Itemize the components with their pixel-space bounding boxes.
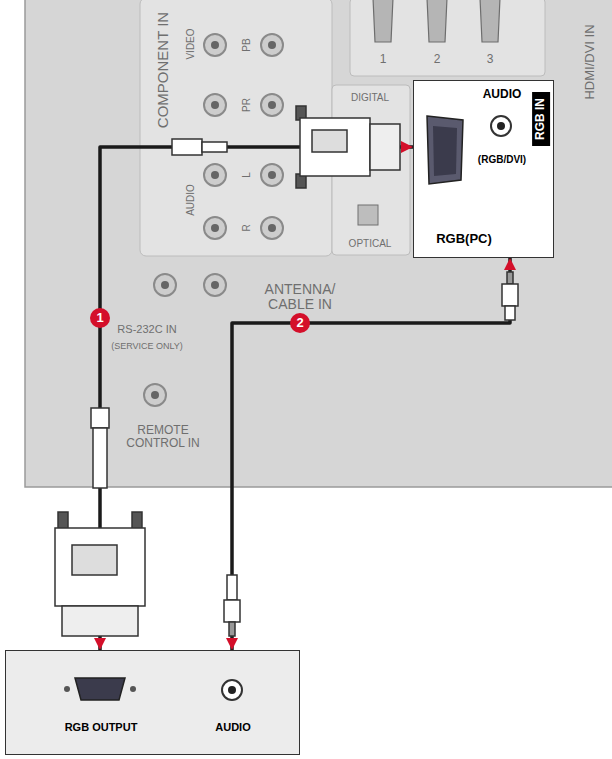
panel-label: 2 [434,53,441,66]
hdmi-inset [350,0,545,76]
port-label: (RGB/DVI) [478,154,526,166]
ferrite-core [91,408,109,488]
cable [232,258,510,650]
rgb-in-panel: RGB IN AUDIO (RGB/DVI) RGB(PC) [413,80,554,258]
cable [100,147,413,650]
port-label: RGB OUTPUT [65,721,138,734]
panel-label: COMPONENT IN [155,12,172,128]
panel-label: REMOTE CONTROL IN [117,424,209,450]
panel-label: L [241,172,252,178]
port-label: RGB(PC) [436,232,492,247]
panel-label: 1 [380,53,387,66]
rgb-adapter [172,139,227,155]
port-label: AUDIO [483,88,522,102]
port-art [5,650,300,755]
panel-label: VIDEO [185,28,196,59]
panel-label: DIGITAL [351,92,389,103]
panel-label: RS-232C IN [117,323,176,335]
panel-label: PB [241,38,252,51]
panel-label: HDMI/DVI IN [583,24,597,99]
digital-inset [332,85,410,255]
panel-label: R [241,224,252,231]
panel-label: ANTENNA/ CABLE IN [252,282,348,313]
vga-plug-pc [55,512,145,636]
panel-label: AUDIO [185,184,196,216]
panel-label: 3 [487,53,494,66]
hdmi-ports [373,0,500,42]
panel-label: (SERVICE ONLY) [111,342,183,352]
vga-plug-tv [296,106,400,188]
panel-ground [25,0,612,487]
optical-port [358,205,378,225]
pc-device: RGB OUTPUT AUDIO [5,650,300,755]
panel-label: PR [241,98,252,112]
panel-heading: RGB IN [532,92,550,146]
panel-label: OPTICAL [349,238,392,249]
audio-plug-pc [224,575,240,636]
audio-plug-tv [502,272,518,320]
component-inset [140,0,332,256]
callout-number: 2 [290,313,310,333]
callout-number: 1 [90,308,110,328]
port-label: AUDIO [215,721,250,734]
